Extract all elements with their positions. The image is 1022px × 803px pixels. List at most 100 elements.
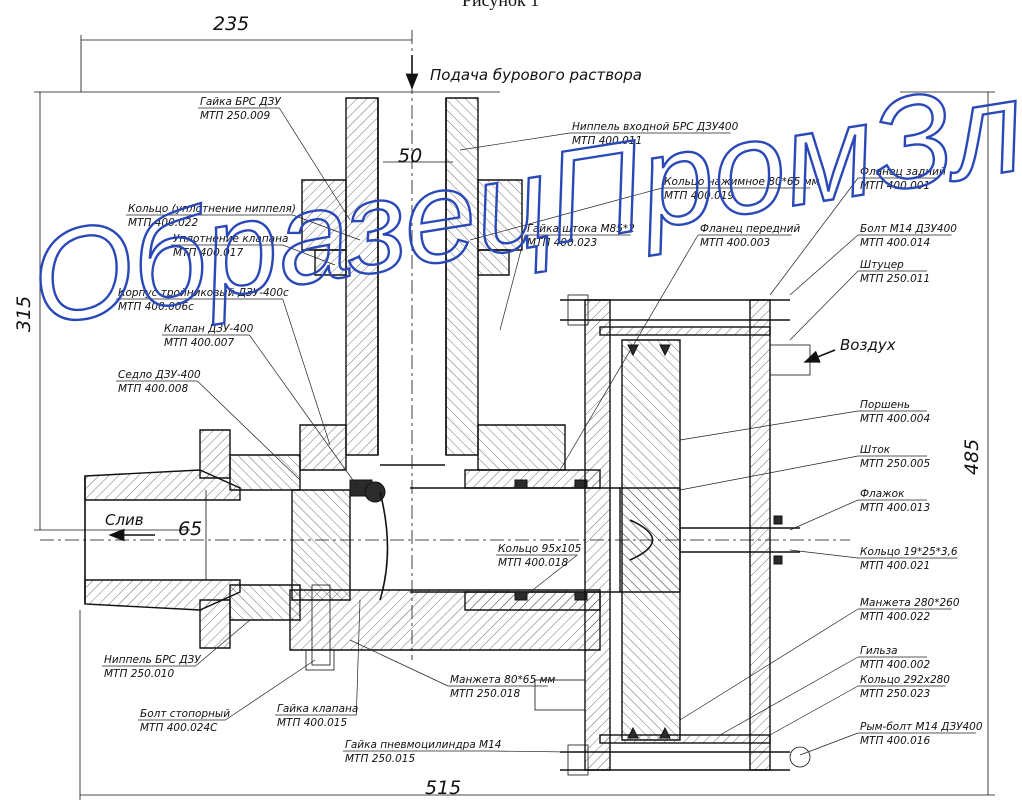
inlet-nipple <box>301 97 523 456</box>
part-name: Седло ДЗУ-400 <box>118 369 201 381</box>
callout-21: Ниппель БРС ДЗУ МТП 250.010 <box>102 619 251 680</box>
leader-line <box>225 659 316 721</box>
part-code: МТП 400.022 <box>128 217 198 229</box>
part-name: Гайка БРС ДЗУ <box>200 96 281 108</box>
part-name: Фланец передний <box>700 223 800 235</box>
part-code: МТП 400.022 <box>860 611 930 623</box>
part-code: МТП 250.011 <box>860 273 930 285</box>
outlet-nipple <box>84 469 241 611</box>
part-name: Кольцо нажимное 80*65 мм <box>664 176 820 188</box>
part-code: МТП 400.014 <box>860 237 930 249</box>
part-name: Болт М14 ДЗУ400 <box>860 223 957 235</box>
part-code: МТП 400.006с <box>118 301 194 313</box>
leader-line <box>249 334 361 491</box>
leader-line <box>799 732 859 756</box>
part-code: МТП 400.016 <box>860 735 930 747</box>
part-name: Болт стопорный <box>140 708 230 720</box>
part-name: Шток <box>860 444 891 456</box>
part-name: Ниппель входной БРС ДЗУ400 <box>572 121 739 133</box>
part-name: Манжета 80*65 мм <box>450 674 555 686</box>
leader-line <box>789 234 859 296</box>
part-code: МТП 400.011 <box>572 135 642 147</box>
leader-line <box>469 187 663 241</box>
part-code: МТП 400.007 <box>164 337 234 349</box>
part-code: МТП 250.018 <box>450 688 520 700</box>
part-code: МТП 250.009 <box>200 110 270 122</box>
part-code: МТП 400.018 <box>498 557 568 569</box>
leader-line <box>769 685 859 736</box>
part-name: Фланец задний <box>860 166 946 178</box>
part-code: МТП 250.010 <box>104 668 174 680</box>
label-inlet: Подача бурового раствора <box>430 66 642 84</box>
leader-line <box>282 244 336 266</box>
part-name: Гайка клапана <box>277 703 358 715</box>
leader-line <box>197 380 301 481</box>
dimension-lines <box>34 35 995 800</box>
part-name: Кольцо 292х280 <box>860 674 950 686</box>
leader-line <box>459 132 571 151</box>
leader-line <box>679 455 859 491</box>
pneumatic-cylinder <box>534 294 811 776</box>
part-name: Штуцер <box>860 259 904 271</box>
part-code: МТП 400.019 <box>664 190 734 202</box>
part-name: Флажок <box>860 488 905 500</box>
tee-body <box>199 424 601 651</box>
part-name: Поршень <box>860 399 910 411</box>
part-name: Клапан ДЗУ-400 <box>164 323 254 335</box>
figure-caption: Рисунок 1 <box>462 0 539 10</box>
label-air: Воздух <box>840 336 896 354</box>
part-code: МТП 400.024С <box>140 722 218 734</box>
part-name: Гильза <box>860 645 898 657</box>
dim-top-width: 235 <box>213 13 249 35</box>
leader-line <box>789 549 859 559</box>
part-code: МТП 250.015 <box>345 753 415 765</box>
dim-outlet: 65 <box>178 518 202 540</box>
part-name: Манжета 280*260 <box>860 597 960 609</box>
leader-line <box>679 410 859 441</box>
part-name: Кольцо 19*25*3,6 <box>860 546 958 558</box>
dim-right-height: 485 <box>961 439 983 475</box>
part-code: МТП 400.017 <box>173 247 243 259</box>
callout-22: Манжета 80*65 мм МТП 250.018 <box>349 639 555 700</box>
leader-line <box>279 107 351 221</box>
part-code: МТП 250.005 <box>860 458 930 470</box>
leader-line <box>491 750 571 753</box>
part-name: Уплотнение клапана <box>173 233 288 245</box>
leader-line <box>519 554 578 601</box>
part-code: МТП 400.004 <box>860 413 930 425</box>
part-code: МТП 400.013 <box>860 502 930 514</box>
callout-4: Кольцо нажимное 80*65 мм МТП 400.019 <box>469 176 820 241</box>
leader-line <box>679 608 859 721</box>
part-name: Ниппель БРС ДЗУ <box>104 654 201 666</box>
leader-line <box>789 499 859 531</box>
part-name: Кольцо (уплотнение ниппеля) <box>128 203 296 215</box>
leader-line <box>789 270 859 341</box>
part-code: МТП 400.015 <box>277 717 347 729</box>
dim-left-height: 315 <box>13 296 35 332</box>
leader-line <box>769 177 859 296</box>
part-code: МТП 400.001 <box>860 180 930 192</box>
dim-bore: 50 <box>398 145 422 167</box>
part-name: Гайка штока М85*2 <box>527 223 635 235</box>
leader-line <box>195 619 251 667</box>
